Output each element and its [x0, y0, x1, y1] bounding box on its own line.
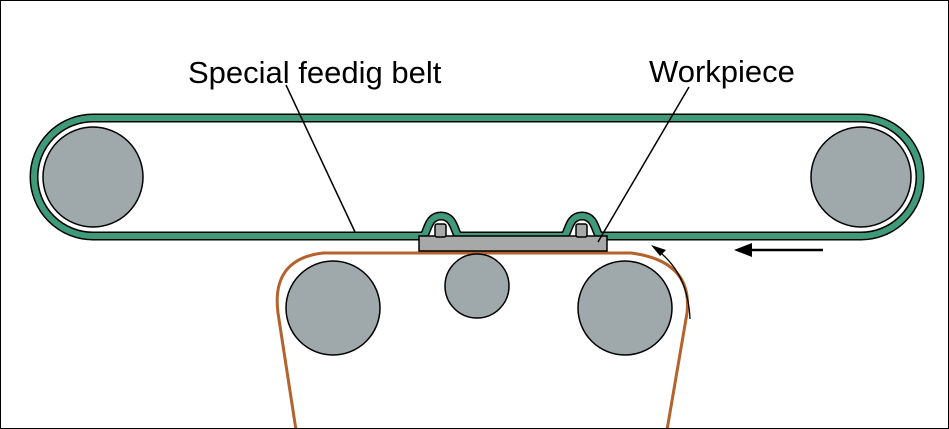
lower-left-roller	[285, 260, 381, 356]
lower-middle-roller	[444, 253, 510, 319]
lower-right-roller	[577, 260, 673, 356]
belt-label: Special feedig belt	[188, 55, 442, 90]
belt-leader-line	[285, 84, 356, 233]
special-feeding-belt	[29, 113, 925, 241]
left-arrow-icon	[734, 243, 823, 257]
workpiece-leader-line	[597, 86, 690, 243]
workpiece	[418, 223, 608, 252]
upper-right-roller	[810, 126, 912, 228]
workpiece-label: Workpiece	[649, 54, 795, 89]
curved-arrow-icon	[651, 245, 691, 320]
upper-left-roller	[42, 126, 144, 228]
